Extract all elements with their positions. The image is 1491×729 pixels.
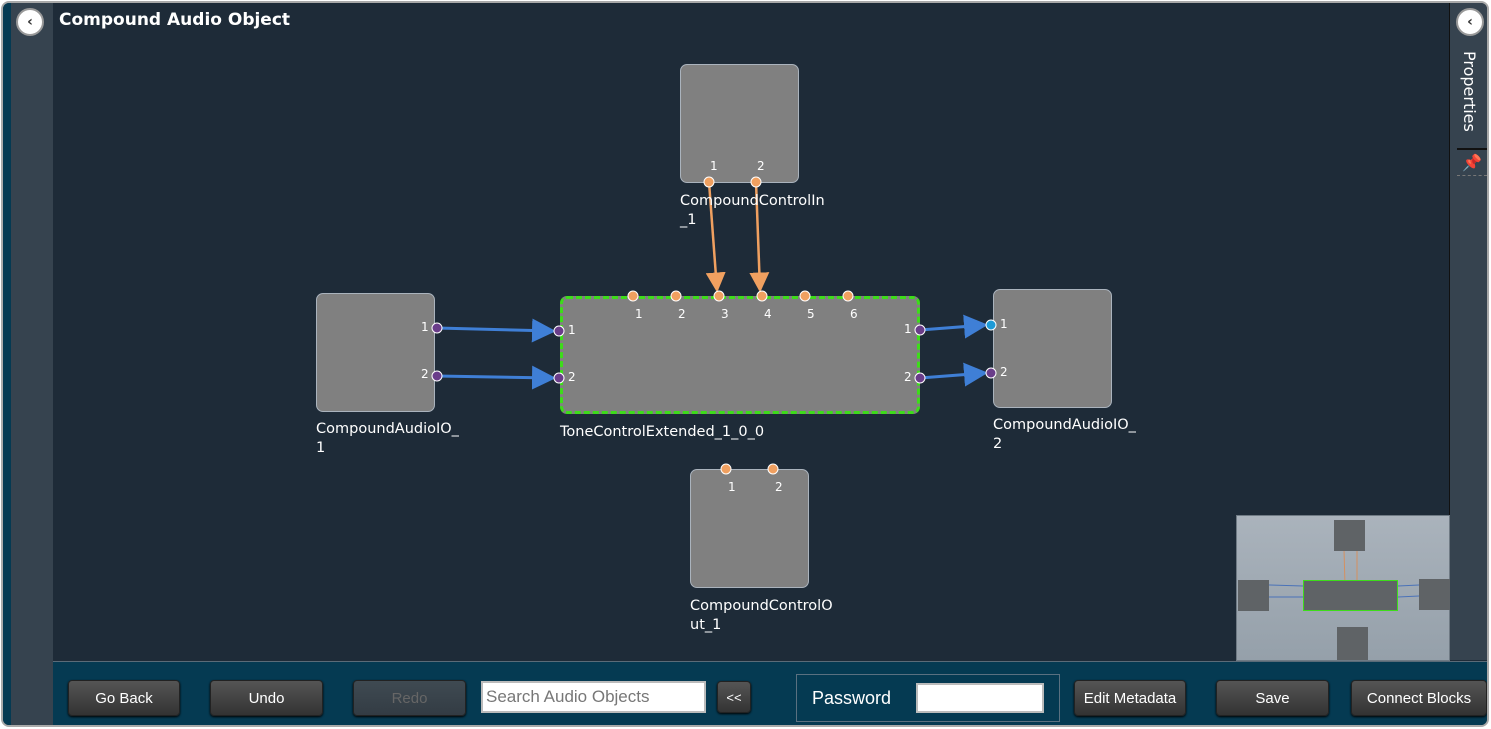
redo-button[interactable]: Redo [353, 680, 466, 716]
control-wire[interactable] [749, 181, 770, 293]
port-label: 2 [568, 370, 576, 384]
audio-output-port[interactable] [431, 370, 443, 382]
port-label: 2 [775, 480, 783, 494]
block-label: CompoundControlOut_1 [690, 598, 833, 633]
block-label: CompoundControlIn_1 [680, 193, 825, 228]
properties-panel [1449, 3, 1487, 660]
audio-input-port[interactable] [553, 325, 565, 337]
control-output-port[interactable] [750, 176, 762, 188]
control-input-port[interactable] [713, 290, 725, 302]
block-label: CompoundAudioIO_2 [993, 417, 1136, 452]
control-input-port[interactable] [627, 290, 639, 302]
block-label: CompoundAudioIO_1 [316, 421, 459, 456]
port-label: 1 [728, 480, 736, 494]
wires-layer [436, 181, 988, 390]
control-input-port[interactable] [799, 290, 811, 302]
audio-output-port[interactable] [914, 372, 926, 384]
bottom-toolbar: Go Back Undo Redo << Password Edit Metad… [53, 661, 1487, 725]
port-label: 2 [757, 159, 765, 173]
audio-wire[interactable] [436, 318, 556, 343]
audio-wire[interactable] [436, 365, 556, 390]
collapse-button[interactable]: << [717, 681, 751, 713]
search-audio-objects-input[interactable] [481, 681, 706, 713]
chevron-left-icon: ‹ [1467, 14, 1473, 30]
control-output-port[interactable] [703, 176, 715, 188]
password-input[interactable] [916, 683, 1044, 713]
port-label: 2 [678, 307, 686, 321]
port-label: 1 [904, 322, 912, 336]
audio-input-port[interactable] [985, 367, 997, 379]
properties-collapse-button[interactable]: ‹ [1456, 8, 1484, 36]
audio-wire[interactable] [919, 362, 988, 387]
password-group: Password [796, 674, 1060, 722]
minimap[interactable] [1236, 515, 1450, 661]
back-chevron-button[interactable]: ‹ [16, 8, 44, 36]
port-label: 1 [635, 307, 643, 321]
page-title: Compound Audio Object [59, 10, 291, 30]
port-label: 1 [1000, 317, 1008, 331]
compound-audio-io-1-block[interactable] [316, 293, 435, 412]
audio-input-port[interactable] [985, 319, 997, 331]
compound-control-out-block[interactable] [690, 469, 809, 588]
minimap-block [1337, 627, 1368, 660]
audio-wire[interactable] [919, 314, 988, 339]
port-label: 4 [764, 307, 772, 321]
go-back-button[interactable]: Go Back [68, 680, 180, 716]
edit-metadata-button[interactable]: Edit Metadata [1074, 680, 1186, 716]
port-label: 2 [904, 370, 912, 384]
pushpin-icon[interactable]: 📌 [1457, 148, 1487, 176]
audio-output-port[interactable] [431, 322, 443, 334]
audio-output-port[interactable] [914, 324, 926, 336]
audio-input-port[interactable] [553, 372, 565, 384]
port-label: 1 [710, 159, 718, 173]
port-label: 5 [807, 307, 815, 321]
connect-blocks-button[interactable]: Connect Blocks [1351, 680, 1487, 716]
compound-control-in-block[interactable] [680, 64, 799, 183]
control-wire[interactable] [705, 181, 726, 293]
block-label: ToneControlExtended_1_0_0 [560, 424, 765, 440]
properties-tab[interactable]: Properties [1460, 51, 1479, 132]
left-edge [3, 3, 11, 725]
control-input-port[interactable] [842, 290, 854, 302]
port-label: 2 [421, 367, 429, 381]
password-label: Password [812, 688, 892, 708]
minimap-block [1419, 579, 1450, 610]
port-label: 3 [721, 307, 729, 321]
port-label: 6 [850, 307, 858, 321]
minimap-wires [1268, 548, 1420, 598]
control-input-port[interactable] [720, 463, 732, 475]
port-label: 2 [1000, 365, 1008, 379]
minimap-block [1303, 580, 1398, 611]
compound-audio-io-2-block[interactable] [993, 289, 1112, 408]
left-sidebar [11, 3, 53, 725]
tone-control-extended-block[interactable] [560, 296, 920, 414]
control-input-port[interactable] [767, 463, 779, 475]
save-button[interactable]: Save [1216, 680, 1329, 716]
minimap-block [1238, 580, 1269, 611]
minimap-block [1334, 520, 1365, 551]
port-label: 1 [568, 323, 576, 337]
undo-button[interactable]: Undo [210, 680, 323, 716]
control-input-port[interactable] [756, 290, 768, 302]
port-label: 1 [421, 320, 429, 334]
chevron-left-icon: ‹ [27, 14, 33, 30]
control-input-port[interactable] [670, 290, 682, 302]
